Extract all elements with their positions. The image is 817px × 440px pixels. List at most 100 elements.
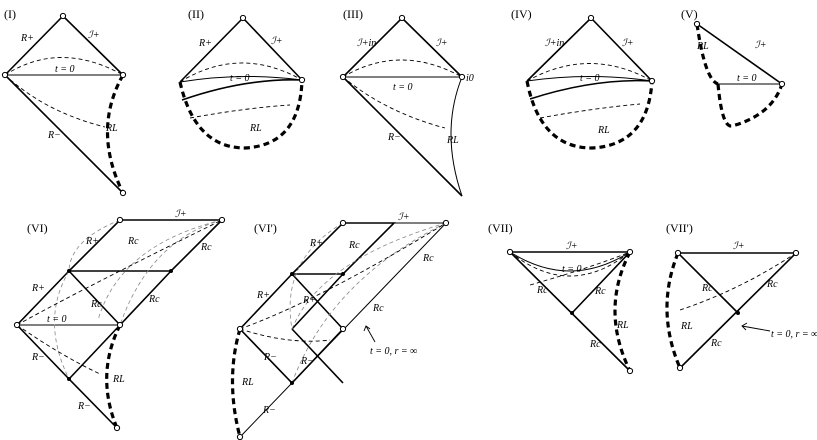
panel-VI-right-point (116, 321, 124, 329)
panel-I-r-l: RL (105, 123, 118, 134)
panel-VII-dashed-lower (529, 251, 631, 286)
panel-VIp-right-point (339, 325, 347, 333)
panel-VI-r-minus-low: R− (77, 401, 91, 412)
panel-VIIp-right-point (792, 249, 800, 257)
panel-I-RL-boundary (105, 74, 125, 194)
panel-VI-top-left-point (116, 216, 124, 224)
panel-III-lower-boundary (342, 76, 463, 197)
panel-VI-grey-4 (97, 219, 223, 321)
panel-VI-t0: t = 0 (47, 314, 67, 325)
panel-VIIp-annotation: t = 0, r = ∞ (771, 329, 817, 340)
panel-VI-vertex-a (67, 269, 71, 273)
panel-IV: (IV) ℐ+in ℐ+ t = 0 RL (511, 7, 656, 150)
panel-III-i0: i0 (466, 73, 474, 84)
panel-V-label: (V) (681, 7, 698, 21)
panel-VIp-r-plus-mid: R+ (256, 290, 270, 301)
panel-VI-inner-edge (68, 270, 121, 326)
panel-VIp-annotation: t = 0, r = ∞ (370, 346, 417, 357)
panel-VIIp-left-point (674, 249, 682, 257)
panel-VIp-r-plus-inner: R+ (302, 295, 316, 306)
panel-VIp-top-left-point (339, 219, 347, 227)
panel-I: (I) R+ ℐ+ t = 0 RL R− (1, 7, 127, 197)
panel-III-r-l: RL (446, 135, 459, 146)
panel-III-label: (III) (343, 7, 363, 21)
panel-I-upper-dashed (4, 57, 124, 76)
panel-VIp-RL-boundary (230, 328, 242, 438)
panel-IV-RL-boundary (525, 80, 654, 150)
panel-VII-r-c-left: Rc (536, 285, 548, 296)
panel-II-r-l: RL (249, 123, 262, 134)
panel-III-RL-curve (450, 76, 463, 197)
panel-VI-RL-boundary (105, 324, 122, 429)
panel-VII-r-l: RL (616, 320, 629, 331)
panel-VIp-grey-1 (291, 222, 447, 330)
panel-VIp-r-minus-mid: R− (300, 356, 314, 367)
panel-VI-vertex-c (67, 377, 71, 381)
panel-VIp-inner-edge (291, 273, 344, 330)
panel-VIp: (VI') ℐ+ R+ Rc Rc R+ R+ Rc R− RL R− R− (230, 212, 450, 440)
panel-II-t0: t = 0 (230, 73, 250, 84)
panel-II-solid-curve (181, 79, 303, 101)
panel-VIp-left-point (236, 325, 244, 333)
panel-II-label: (II) (188, 7, 204, 21)
panel-VIp-arrow-shaft (365, 325, 376, 343)
panel-VIIp-r-c-right: Rc (766, 279, 778, 290)
panel-VII-scri-plus: ℐ+ (566, 241, 577, 252)
panel-I-scri-plus: ℐ+ (88, 30, 99, 41)
panel-VI-bottom-point (113, 424, 121, 432)
panel-VIp-dashed-1 (239, 222, 447, 330)
panel-VIp-r-c-mid: Rc (372, 303, 384, 314)
panel-VIIp-scri-plus: ℐ+ (733, 241, 744, 252)
panel-I-right-point (119, 71, 127, 79)
panel-III-r-minus: R− (387, 132, 401, 143)
panel-V-top-point (693, 20, 701, 28)
panel-IV-lower-dashed (539, 103, 641, 119)
panel-VIIp-diag-2 (679, 252, 797, 369)
panel-VI-grey-1 (68, 219, 121, 272)
panel-I-bottom-point (119, 189, 127, 197)
panel-IV-scri-plus: ℐ+ (622, 38, 633, 49)
panel-VIp-r-c-right: Rc (422, 253, 434, 264)
panel-VIp-r-minus-low: R− (263, 352, 277, 363)
panel-III-t0: t = 0 (393, 82, 413, 93)
panel-III-upper-dashed (342, 59, 463, 78)
panel-IV-top-point (587, 14, 595, 22)
panel-III-scri-plus: ℐ+ (436, 38, 447, 49)
panel-VI-dashed-2 (16, 324, 101, 375)
panel-VIIp-r-c-bottom: Rc (710, 338, 722, 349)
panel-IV-upper-dashed (526, 63, 653, 82)
panel-VII-r-c-bottom: Rc (589, 339, 601, 350)
panel-II-right-point (298, 76, 306, 84)
panel-I-t0: t = 0 (55, 64, 75, 75)
panel-VII-r-c-inner: Rc (594, 286, 606, 297)
panel-VII-t0-slice (509, 251, 631, 272)
panel-VIp-vertex-b (341, 272, 345, 276)
panel-VI-r-c-right: Rc (200, 242, 212, 253)
panel-VI: (VI) ℐ+ R+ Rc Rc R+ Rc Rc t = 0 R− RL R− (13, 209, 226, 432)
panel-VII-t0: t = 0 (562, 264, 582, 275)
panel-II-RL-boundary (178, 79, 304, 150)
panel-VIp-label: (VI') (254, 221, 277, 235)
panel-VII-bottom-point (626, 367, 634, 375)
panel-VIp-vertex-c (290, 381, 294, 385)
panel-VII-dashed-upper (509, 251, 631, 277)
panel-I-lower-dashed (4, 74, 106, 128)
panel-VIp-bottom-point (236, 433, 244, 440)
panel-VI-left-point (13, 321, 21, 329)
panel-VI-r-minus-bottom: R− (31, 352, 45, 363)
panel-VIIp-bottom-point (676, 364, 684, 372)
panel-III-left-point (339, 73, 347, 81)
panel-VIIp-arrow-head (741, 322, 748, 331)
panel-III: (III) ℐ+in ℐ+ t = 0 i0 RL R− (339, 7, 474, 197)
panel-VIp-grey-3 (289, 222, 344, 330)
panel-VII-RL-boundary (613, 251, 632, 372)
panel-VIIp-diag-1 (677, 252, 739, 314)
panel-IV-r-l: RL (597, 125, 610, 136)
panel-V-RL-upper (695, 23, 719, 86)
panel-II: (II) R+ ℐ+ t = 0 RL (178, 7, 306, 150)
panel-VIp-vertex-a (290, 272, 294, 276)
panel-III-right-point (458, 73, 466, 81)
panel-VIp-grey-2 (291, 222, 447, 384)
panel-VIp-arrow-head (363, 325, 371, 332)
